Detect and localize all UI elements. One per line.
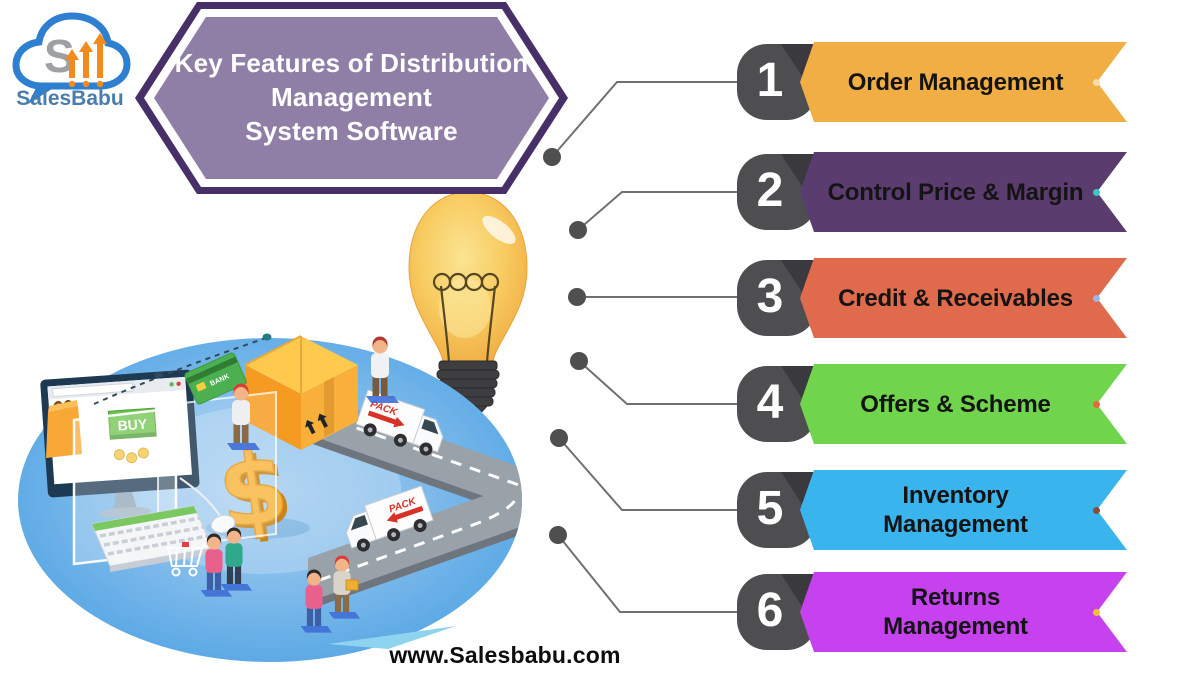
feature-row-control-price-margin: 2 Control Price & Margin: [737, 152, 1127, 232]
notch-accent-dot: [1093, 79, 1100, 86]
monitor: BUY: [40, 369, 200, 518]
notch-accent-dot: [1093, 507, 1100, 514]
data-flow-line: [93, 337, 267, 405]
hexagon-shape: [135, 2, 568, 194]
svg-text:BUY: BUY: [117, 416, 148, 434]
ellipse-highlight: [328, 626, 456, 649]
feature-label: Control Price & Margin: [827, 178, 1084, 206]
connector-dots: [543, 148, 588, 544]
salesbabu-logo: S SalesBabu: [12, 12, 131, 110]
title-line-1: Key Features of Distribution: [174, 48, 529, 78]
badge-number: 2: [756, 164, 784, 217]
notch-accent-dot: [1093, 189, 1100, 196]
notch-accent-dot: [1093, 401, 1100, 408]
lightbulb-icon: [408, 191, 528, 414]
badge-number: 6: [756, 584, 784, 637]
notch-accent-dot: [1093, 295, 1100, 302]
badge-number: 1: [756, 54, 784, 107]
title-line-2: Management: [271, 82, 432, 112]
feature-row-order-management: 1 Order Management: [737, 42, 1127, 122]
chart-arrows-icon: [65, 33, 107, 88]
title-hexagon: Key Features of Distribution Management …: [133, 0, 570, 196]
ribbon-banner: Offers & Scheme: [800, 364, 1127, 444]
speech-tail: [28, 84, 60, 104]
filament: [432, 272, 500, 363]
badge-number: 5: [756, 482, 784, 535]
feature-row-inventory-management: 5 Inventory Management: [737, 470, 1127, 550]
title-line-3: System Software: [245, 116, 458, 146]
ribbon-banner: Order Management: [800, 42, 1127, 122]
distribution-illustration: PACK PACK $ $: [18, 333, 522, 662]
mouse: [179, 477, 236, 534]
feature-row-returns-management: 6 Returns Management: [737, 572, 1127, 652]
ribbon-banner: Control Price & Margin: [800, 152, 1127, 232]
people: [200, 336, 399, 633]
feature-row-offers-scheme: 4 Offers & Scheme: [737, 364, 1127, 444]
delivery-truck-outbound: PACK: [355, 389, 444, 456]
badge-number: 4: [756, 376, 784, 429]
feature-label: Order Management: [847, 68, 1064, 96]
feature-label: Credit & Receivables: [838, 284, 1073, 312]
feature-label: Returns Management: [883, 584, 1028, 640]
ribbon-banner: Credit & Receivables: [800, 258, 1127, 338]
notch-accent-dot: [1093, 609, 1100, 616]
feature-label: Offers & Scheme: [860, 390, 1051, 418]
keyboard: [91, 505, 213, 572]
ribbon-banner: Inventory Management: [800, 470, 1127, 550]
badge-number: 3: [756, 270, 784, 323]
feature-row-credit-receivables: 3 Credit & Receivables: [737, 258, 1127, 338]
website-link[interactable]: www.Salesbabu.com: [389, 642, 621, 668]
page-title: Key Features of Distribution Management …: [163, 46, 540, 148]
logo-wordmark: SalesBabu: [16, 87, 123, 110]
ribbon-banner: Returns Management: [800, 572, 1127, 652]
package-box: [244, 335, 358, 450]
buy-button: BUY: [107, 407, 157, 440]
feature-label: Inventory Management: [883, 482, 1028, 538]
delivery-truck-returns: PACK: [345, 485, 434, 552]
credit-card: BANK: [184, 352, 247, 405]
